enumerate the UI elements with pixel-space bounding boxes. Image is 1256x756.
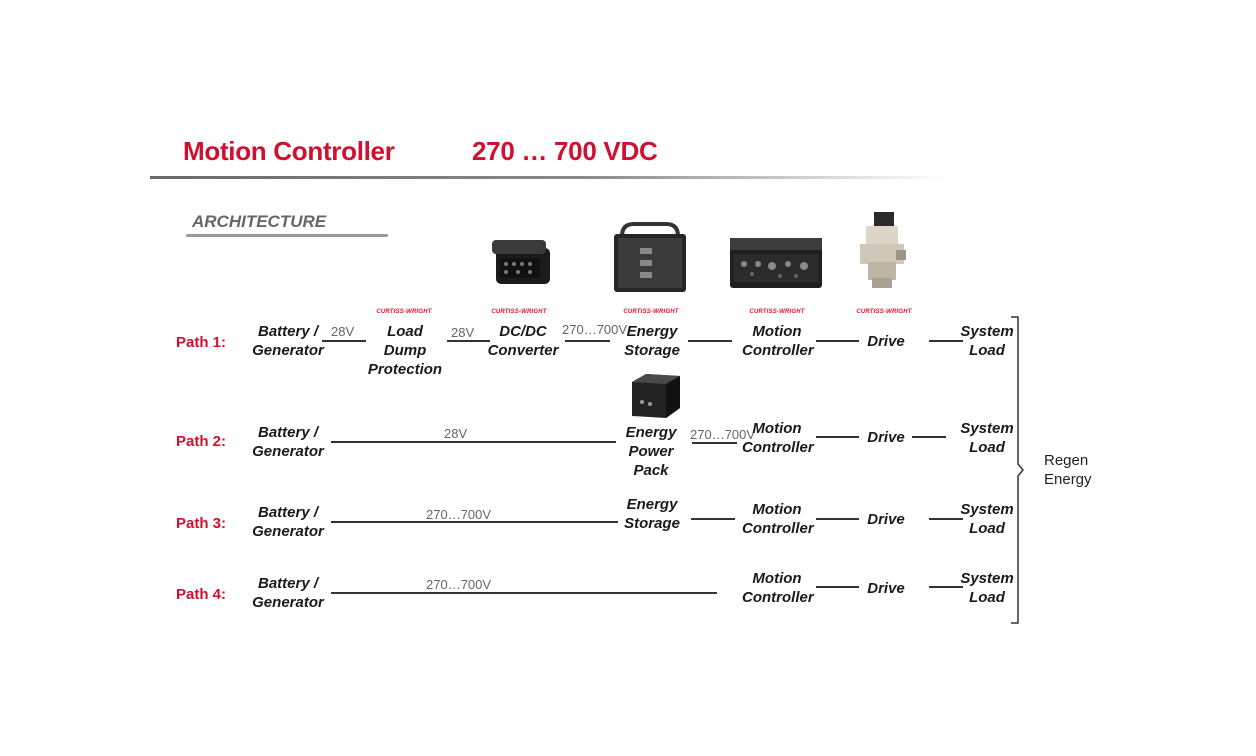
path-4-connector bbox=[816, 586, 859, 588]
path-1-connector bbox=[688, 340, 732, 342]
cw-logo-storage: CURTISS-WRIGHT bbox=[623, 309, 679, 315]
path-4-load: System Load bbox=[960, 570, 1014, 606]
path-1-storage: Energy Storage bbox=[624, 323, 680, 359]
path-2-connector bbox=[816, 436, 859, 438]
path-1-drive: Drive bbox=[867, 333, 905, 350]
path-2-connector bbox=[912, 436, 946, 438]
path-1-connector bbox=[565, 340, 610, 342]
regen-energy-label: Regen Energy bbox=[1044, 452, 1092, 488]
path-1-voltage-1: 28V bbox=[331, 324, 355, 339]
motion-controller-image bbox=[730, 238, 822, 288]
path-1-voltage-2: 28V bbox=[451, 325, 475, 340]
path-4-drive: Drive bbox=[867, 580, 905, 597]
path-2-power-pack: Energy Power Pack bbox=[625, 424, 677, 479]
path-2-connector bbox=[692, 442, 737, 444]
drive-image bbox=[860, 212, 906, 288]
path-3-source: Battery / Generator bbox=[252, 504, 324, 540]
voltage-range-title: 270 … 700 VDC bbox=[472, 136, 658, 166]
energy-storage-image bbox=[614, 222, 686, 292]
path-4-label: Path 4: bbox=[176, 586, 227, 603]
cw-logo-load-dump: CURTISS-WRIGHT bbox=[376, 309, 432, 315]
page-title: Motion Controller bbox=[183, 136, 395, 166]
path-3-load: System Load bbox=[960, 501, 1014, 537]
path-1-connector bbox=[447, 340, 490, 342]
path-2-source: Battery / Generator bbox=[252, 424, 324, 460]
path-4-controller: Motion Controller bbox=[742, 570, 814, 606]
path-4-connector bbox=[331, 592, 717, 594]
path-1-connector bbox=[322, 340, 366, 342]
path-3-storage: Energy Storage bbox=[624, 496, 680, 532]
path-1-connector bbox=[929, 340, 963, 342]
path-3-connector bbox=[691, 518, 735, 520]
path-2-voltage-1: 28V bbox=[444, 426, 468, 441]
path-1-voltage-3: 270…700V bbox=[562, 322, 628, 337]
path-3-connector bbox=[331, 521, 618, 523]
path-1-label: Path 1: bbox=[176, 334, 227, 351]
power-pack-image bbox=[632, 374, 680, 418]
path-1-dcdc: DC/DC Converter bbox=[487, 323, 559, 359]
path-3-label: Path 3: bbox=[176, 515, 227, 532]
cw-logo-controller: CURTISS-WRIGHT bbox=[749, 309, 805, 315]
path-3-connector bbox=[816, 518, 859, 520]
path-4-voltage-1: 270…700V bbox=[426, 577, 492, 592]
cw-logo-drive: CURTISS-WRIGHT bbox=[856, 309, 912, 315]
path-2-controller: Motion Controller bbox=[742, 420, 814, 456]
path-2-load: System Load bbox=[960, 420, 1014, 456]
path-1-load-dump: Load Dump Protection bbox=[367, 323, 443, 378]
path-3-connector bbox=[929, 518, 963, 520]
path-1-controller: Motion Controller bbox=[742, 323, 814, 359]
path-1-connector bbox=[816, 340, 859, 342]
dcdc-converter-image bbox=[492, 240, 550, 284]
path-2-drive: Drive bbox=[867, 429, 905, 446]
section-underline bbox=[186, 234, 388, 237]
path-3-controller: Motion Controller bbox=[742, 501, 814, 537]
path-1-load: System Load bbox=[960, 323, 1014, 359]
path-3-drive: Drive bbox=[867, 511, 905, 528]
path-4-connector bbox=[929, 586, 963, 588]
cw-logo-dcdc: CURTISS-WRIGHT bbox=[491, 309, 547, 315]
path-2-connector bbox=[331, 441, 616, 443]
path-4-source: Battery / Generator bbox=[252, 575, 324, 611]
header-divider bbox=[150, 176, 950, 179]
regen-bracket bbox=[1011, 316, 1024, 624]
path-2-label: Path 2: bbox=[176, 433, 227, 450]
path-2-voltage-2: 270…700V bbox=[690, 427, 756, 442]
path-1-source: Battery / Generator bbox=[252, 323, 324, 359]
section-heading: ARCHITECTURE bbox=[192, 212, 327, 231]
path-3-voltage-1: 270…700V bbox=[426, 507, 492, 522]
